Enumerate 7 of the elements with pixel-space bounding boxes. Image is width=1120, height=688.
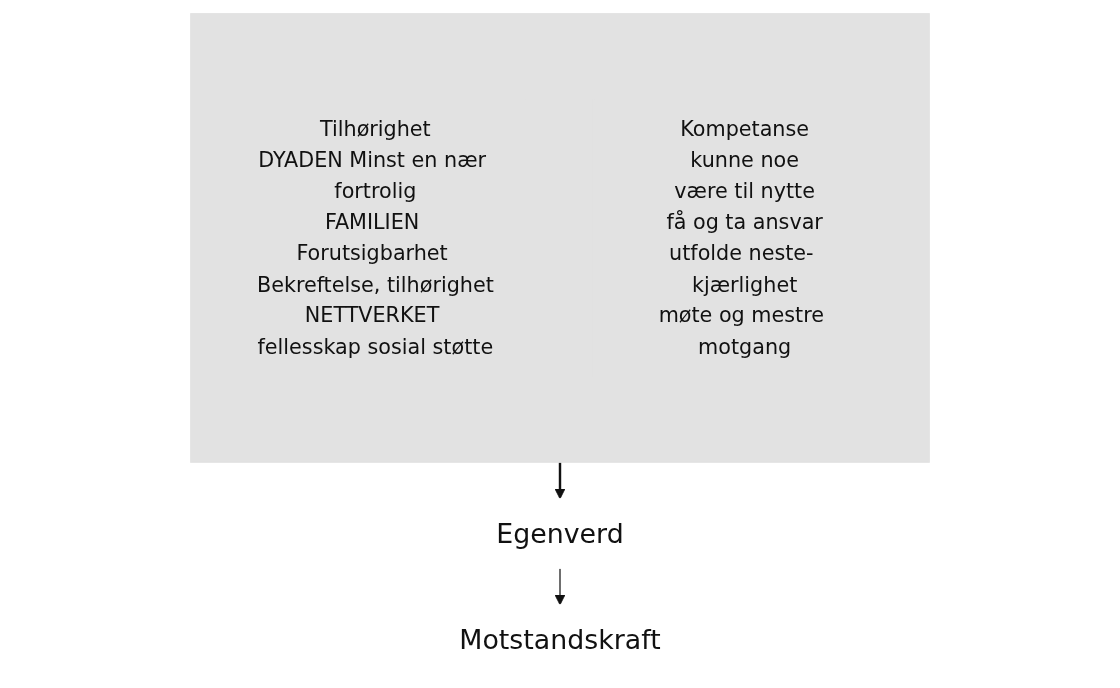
arrow [554,567,566,606]
node-text: Motstandskraft [459,624,661,655]
node-text: Kompetanse kunne noe være til nytte få og ta ansvar utfolde neste- kjærlighet møte og mestre motgang [658,116,825,359]
node-text: Tilhørighet DYADEN Minst en nær fortrolig FAMILIEN Forutsigbarhet Bekreftelse, tilhørighet NETTVERKET fellesskap sosial støtte [256,116,494,359]
node-text: Egenverd [496,518,624,549]
arrow [554,462,566,500]
cluster [190,13,930,463]
